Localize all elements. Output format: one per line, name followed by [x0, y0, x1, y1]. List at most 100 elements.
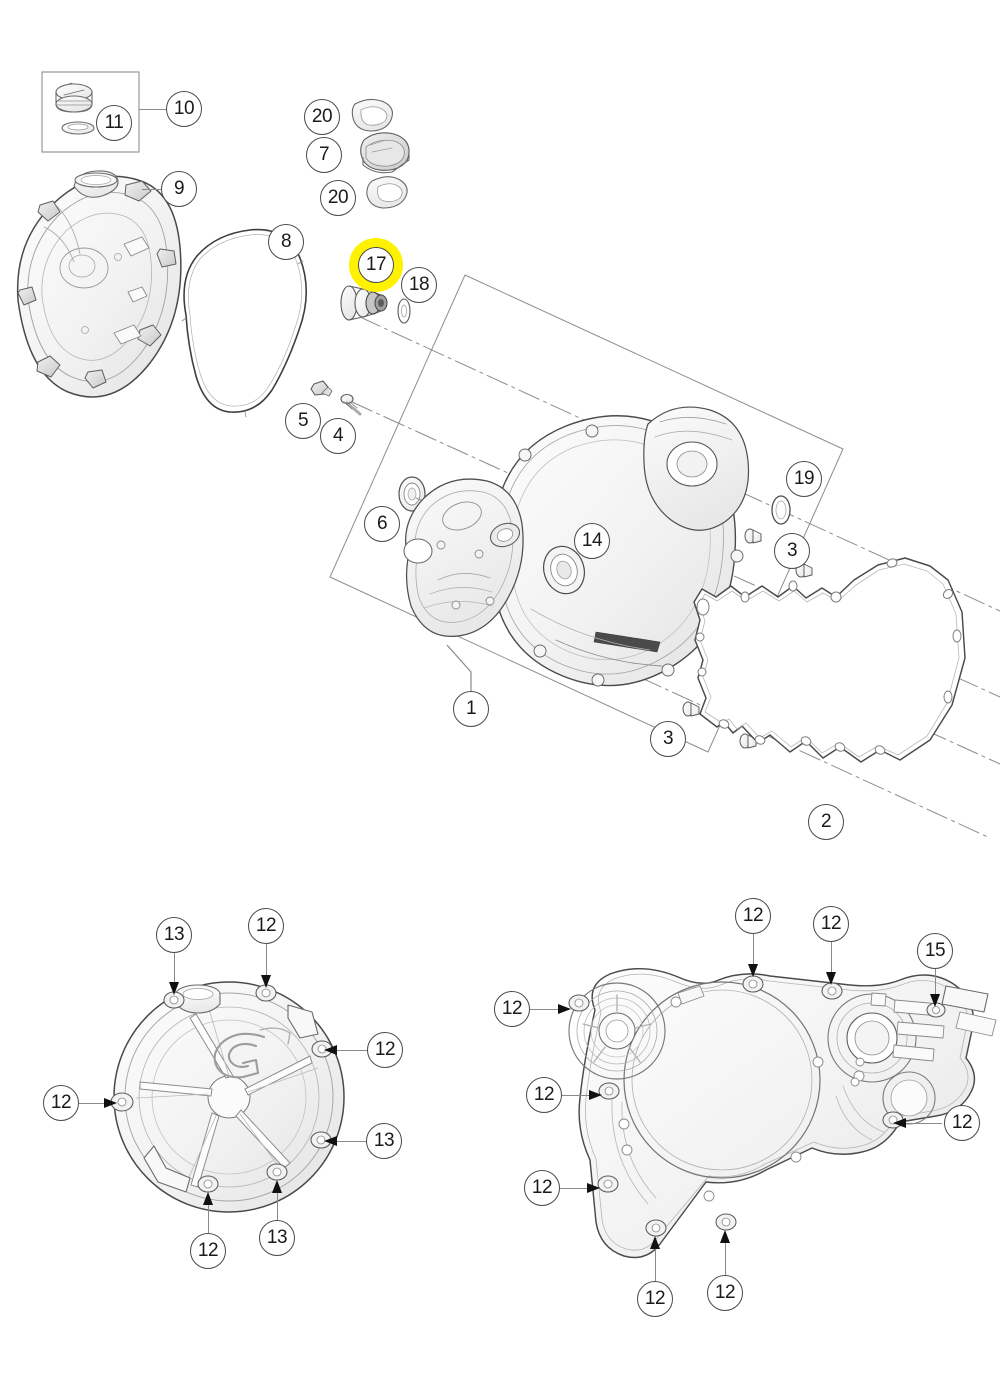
- callout-12[interactable]: 12: [43, 1085, 79, 1121]
- callout-9[interactable]: 9: [161, 171, 197, 207]
- leader-line-r12h: [725, 1233, 727, 1277]
- callout-13[interactable]: 13: [259, 1220, 295, 1256]
- leader-line-r12a: [753, 934, 755, 976]
- callout-20[interactable]: 20: [320, 180, 356, 216]
- callout-12[interactable]: 12: [367, 1032, 403, 1068]
- arrow-r15: [930, 994, 940, 1007]
- part-3-bolts: [682, 528, 813, 749]
- callout-20[interactable]: 20: [304, 99, 340, 135]
- part-7-valve-block: [360, 132, 410, 174]
- callout-15[interactable]: 15: [917, 933, 953, 969]
- part-19-o-ring: [771, 495, 791, 525]
- callout-number: 13: [373, 1130, 395, 1151]
- callout-10[interactable]: 10: [166, 91, 202, 127]
- callout-number: 10: [173, 98, 195, 119]
- callout-number: 19: [793, 468, 815, 489]
- callout-14[interactable]: 14: [574, 523, 610, 559]
- callout-5[interactable]: 5: [285, 403, 321, 439]
- callout-13[interactable]: 13: [366, 1123, 402, 1159]
- leader-line-12d: [208, 1195, 210, 1233]
- callout-number: 12: [742, 905, 764, 926]
- arrow-13a: [169, 982, 179, 995]
- callout-number: 14: [581, 530, 603, 551]
- bottom-right-inner-cover: [568, 967, 997, 1259]
- callout-number: 11: [104, 112, 124, 133]
- arrow-r12c: [558, 1004, 571, 1014]
- callout-12[interactable]: 12: [494, 991, 530, 1027]
- callout-12[interactable]: 12: [524, 1170, 560, 1206]
- callout-12[interactable]: 12: [190, 1233, 226, 1269]
- callout-number: 12: [501, 998, 523, 1019]
- part-6-oil-seal: [398, 476, 426, 512]
- callout-18[interactable]: 18: [401, 267, 437, 303]
- arrow-r12h: [720, 1230, 730, 1243]
- callout-8[interactable]: 8: [268, 224, 304, 260]
- callout-number: 3: [662, 728, 674, 749]
- part-9-outer-cover: [16, 170, 182, 398]
- arrow-13c: [272, 1180, 282, 1193]
- part-18-washer: [397, 298, 411, 324]
- callout-19[interactable]: 19: [786, 461, 822, 497]
- part-8-cover-gasket: [181, 228, 308, 418]
- callout-12[interactable]: 12: [813, 906, 849, 942]
- callout-number: 12: [374, 1039, 396, 1060]
- arrow-12a: [261, 975, 271, 988]
- callout-number: 7: [318, 144, 330, 165]
- leader-line-12b: [336, 1050, 368, 1052]
- callout-number: 5: [297, 410, 309, 431]
- callout-number: 12: [533, 1084, 555, 1105]
- callout-12[interactable]: 12: [735, 898, 771, 934]
- callout-4[interactable]: 4: [320, 418, 356, 454]
- callout-12[interactable]: 12: [944, 1105, 980, 1141]
- leader-line-13c: [277, 1183, 279, 1221]
- callout-number: 12: [644, 1288, 666, 1309]
- part-11-oil-cap: [55, 82, 95, 135]
- leader-line-13b: [336, 1141, 367, 1143]
- arrow-12c: [104, 1098, 117, 1108]
- part-17-bushing: [340, 285, 388, 321]
- callout-1[interactable]: 1: [453, 691, 489, 727]
- leader-line-r12g: [655, 1239, 657, 1283]
- leader-line-9: [142, 189, 162, 191]
- leader-line-12a: [266, 944, 268, 986]
- callout-number: 12: [197, 1240, 219, 1261]
- callout-number: 20: [327, 187, 349, 208]
- callout-number: 8: [280, 231, 292, 252]
- callout-7[interactable]: 7: [306, 137, 342, 173]
- part-5-bolt: [310, 380, 333, 397]
- arrow-r12f: [893, 1118, 906, 1128]
- callout-number: 12: [255, 915, 277, 936]
- leader-line-r12c: [530, 1009, 564, 1011]
- callout-12[interactable]: 12: [637, 1281, 673, 1317]
- callout-number: 1: [465, 698, 477, 719]
- arrow-r12g: [650, 1236, 660, 1249]
- leader-line-r12e: [560, 1188, 591, 1190]
- callout-6[interactable]: 6: [364, 506, 400, 542]
- callout-13[interactable]: 13: [156, 917, 192, 953]
- assembly-bounding-box: [329, 274, 844, 753]
- leader-line-13a: [174, 953, 176, 993]
- callout-12[interactable]: 12: [707, 1275, 743, 1311]
- arrow-r12d: [589, 1090, 602, 1100]
- arrow-12b: [324, 1045, 337, 1055]
- callout-12[interactable]: 12: [248, 908, 284, 944]
- callout-number: 17: [365, 254, 387, 275]
- arrow-r12a: [748, 964, 758, 977]
- callout-2[interactable]: 2: [808, 804, 844, 840]
- callout-3[interactable]: 3: [650, 721, 686, 757]
- callout-number: 18: [408, 274, 430, 295]
- callout-3[interactable]: 3: [774, 533, 810, 569]
- arrow-12d: [203, 1192, 213, 1205]
- callout-12[interactable]: 12: [526, 1077, 562, 1113]
- arrow-r12e: [587, 1183, 600, 1193]
- callout-number: 12: [820, 913, 842, 934]
- leader-line-r12f: [904, 1123, 942, 1125]
- callout-17-highlighted[interactable]: 17: [358, 247, 394, 283]
- leader-line-12c: [79, 1103, 111, 1105]
- callout-number: 13: [163, 924, 185, 945]
- leader-line-r12b: [831, 942, 833, 980]
- callout-number: 12: [714, 1282, 736, 1303]
- callout-11[interactable]: 11: [96, 105, 132, 141]
